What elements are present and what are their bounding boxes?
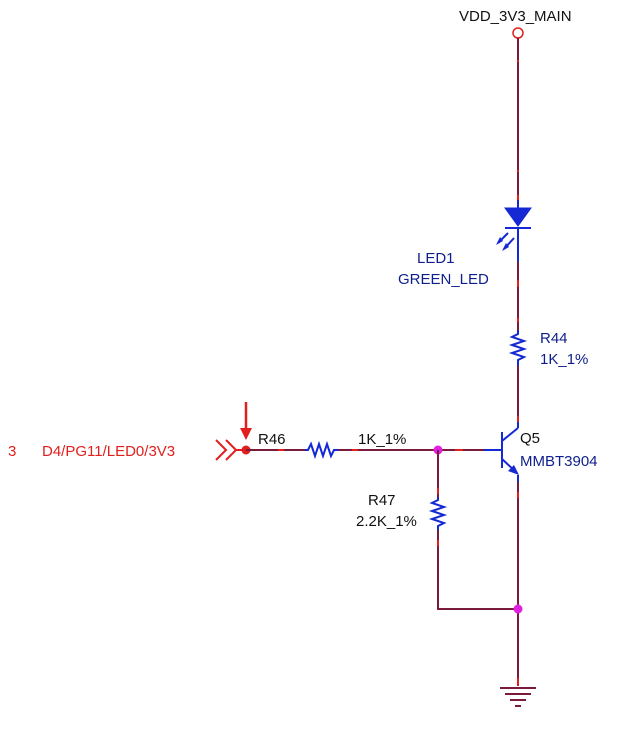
net-connector-icon[interactable] xyxy=(215,439,238,461)
led-value: GREEN_LED xyxy=(398,271,489,288)
led-symbol[interactable] xyxy=(496,200,532,262)
wire-r47-gnd xyxy=(437,530,518,610)
power-port[interactable] xyxy=(512,27,524,39)
r47-ref: R47 xyxy=(368,492,396,509)
r47-symbol[interactable] xyxy=(428,497,448,530)
r44-symbol[interactable] xyxy=(508,330,528,366)
junction-emitter xyxy=(513,604,523,614)
net-name: D4/PG11/LED0/3V3 xyxy=(42,443,175,460)
r44-value: 1K_1% xyxy=(540,351,588,368)
q5-value: MMBT3904 xyxy=(520,453,598,470)
led-ref: LED1 xyxy=(417,250,455,267)
q5-symbol[interactable] xyxy=(484,422,519,482)
r46-value: 1K_1% xyxy=(358,431,406,448)
r47-value: 2.2K_1% xyxy=(356,513,417,530)
probe-arrow-icon xyxy=(240,402,252,440)
r46-ref: R46 xyxy=(258,431,286,448)
net-pin: 3 xyxy=(8,443,16,460)
r46-symbol[interactable] xyxy=(305,440,338,460)
q5-ref: Q5 xyxy=(520,430,540,447)
power-label: VDD_3V3_MAIN xyxy=(459,8,572,25)
ground-symbol xyxy=(500,687,536,707)
r44-ref: R44 xyxy=(540,330,568,347)
